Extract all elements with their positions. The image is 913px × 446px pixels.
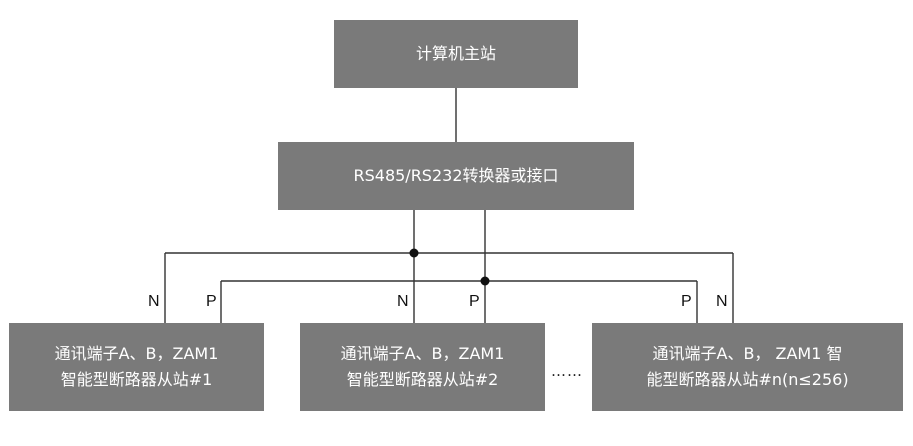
more-slaves-ellipsis: …… xyxy=(551,362,583,380)
p-label-slave2: P xyxy=(469,293,480,310)
n-junction-dot xyxy=(409,248,419,258)
slave-box-2: 通讯端子A、B，ZAM1 智能型断路器从站#2 xyxy=(300,323,545,411)
master-station-box: 计算机主站 xyxy=(334,20,578,88)
n-label-slaven: N xyxy=(716,293,728,310)
p-label-slaven: P xyxy=(681,293,692,310)
slave-n-line2: 能型断路器从站#n(n≤256) xyxy=(646,370,849,389)
slave-n-line1: 通讯端子A、B， ZAM1 智 xyxy=(652,344,843,363)
n-label-slave2: N xyxy=(397,293,409,310)
slave-box-1: 通讯端子A、B，ZAM1 智能型断路器从站#1 xyxy=(9,323,264,411)
slave-1-line1: 通讯端子A、B，ZAM1 xyxy=(54,344,219,363)
slave-2-line1: 通讯端子A、B，ZAM1 xyxy=(340,344,505,363)
slave-1-line2: 智能型断路器从站#1 xyxy=(60,370,213,389)
p-label-slave1: P xyxy=(206,293,217,310)
master-station-label: 计算机主站 xyxy=(415,44,496,63)
converter-box: RS485/RS232转换器或接口 xyxy=(278,142,634,210)
p-junction-dot xyxy=(480,276,490,286)
slave-box-n: 通讯端子A、B， ZAM1 智 能型断路器从站#n(n≤256) xyxy=(592,323,903,411)
slave-2-line2: 智能型断路器从站#2 xyxy=(346,370,499,389)
converter-label: RS485/RS232转换器或接口 xyxy=(353,166,559,185)
n-label-slave1: N xyxy=(148,293,160,310)
